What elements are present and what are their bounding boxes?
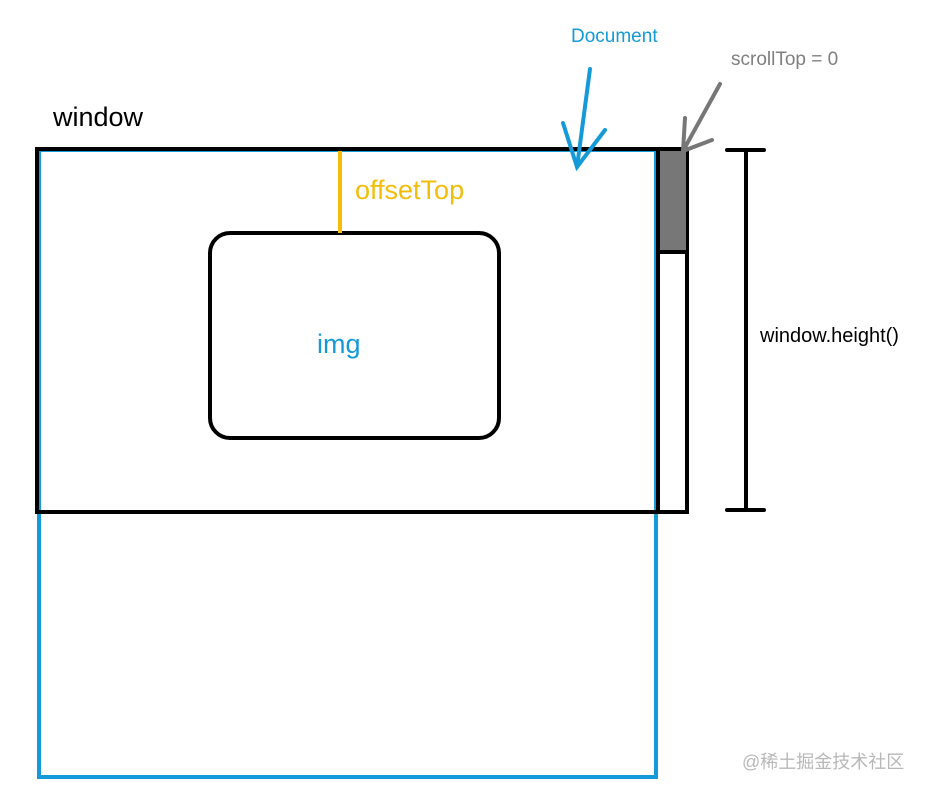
window-label: window [52,102,144,132]
document-arrow [561,67,607,172]
watermark: @稀土掘金技术社区 [742,752,904,772]
img-box [208,231,501,440]
document-label: Document [571,26,658,47]
scrollbar-thumb [660,151,686,251]
scroll-top-label: scrollTop = 0 [731,49,838,70]
img-label: img [317,329,361,359]
offset-top-label: offsetTop [355,175,464,205]
document-frame [37,148,658,779]
window-height-measure [725,148,766,512]
window-height-label: window.height() [759,325,899,347]
window-frame [35,147,689,514]
scroll-top-arrow [680,82,722,154]
